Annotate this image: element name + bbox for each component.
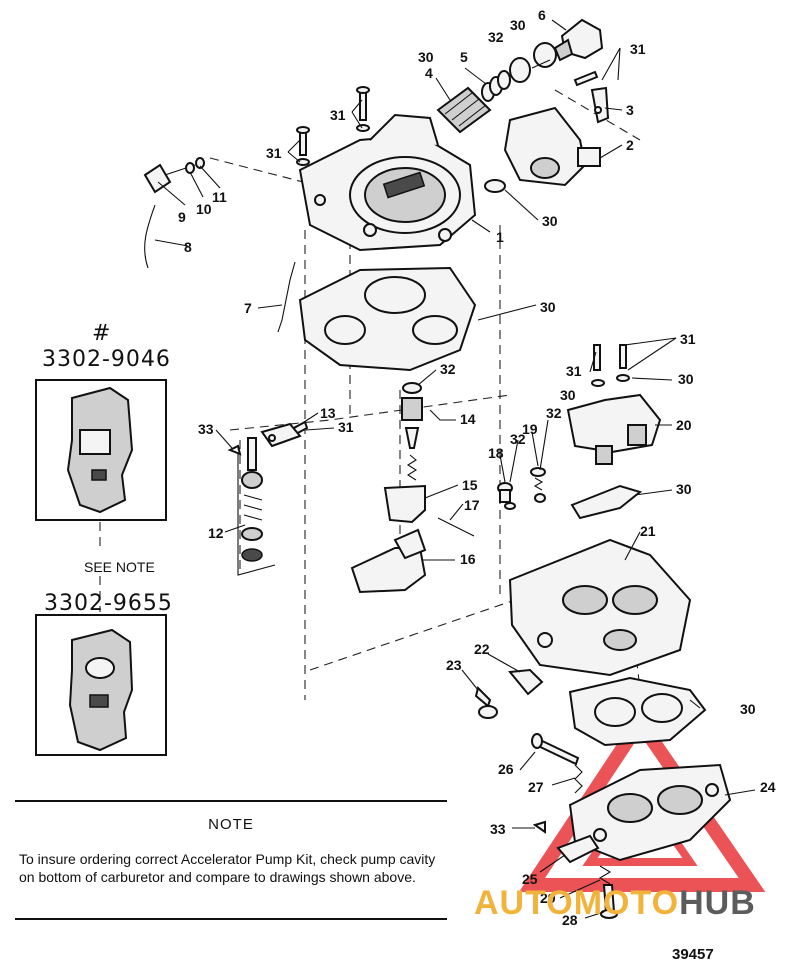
callout-28: 28 [562,912,578,928]
callout-4: 4 [425,65,433,81]
part-number-2: 3302-9655 [44,591,173,616]
callout-32-valve: 32 [440,361,456,377]
callout-31-left: 31 [266,145,282,161]
callout-31-lever: 31 [338,419,354,435]
screw-part-28 [600,884,618,919]
filter-part-4 [436,86,492,134]
spring-part-29 [598,865,612,885]
callout-8: 8 [184,239,192,255]
callout-31-horn: 31 [330,107,346,123]
note-box: NOTE To insure ordering correct Accelera… [15,800,447,920]
figure-number: 39457 [672,946,714,963]
hash-mark: # [92,321,111,346]
callout-19: 19 [522,421,538,437]
callout-27: 27 [528,779,544,795]
jets-parts-18-19 [497,467,546,510]
callout-3: 3 [626,102,634,118]
callout-leaders [154,19,756,919]
base-gasket-part-30 [568,676,707,747]
callout-15: 15 [462,477,478,493]
spring-part-5 [481,70,511,102]
choke-lever-parts [143,157,205,269]
watermark-part-a: AUTO [474,884,574,922]
callout-33-lower: 33 [490,821,506,837]
main-body-part-21 [508,538,692,677]
gasket-small-30 [570,484,643,520]
idle-screw-part-23 [474,686,498,719]
callout-11: 11 [212,189,227,205]
callout-12: 12 [208,525,224,541]
callout-1: 1 [496,229,504,245]
note-title: NOTE [208,816,254,833]
inlet-nut-part-6 [553,18,604,62]
callout-32-jet-b: 32 [546,405,562,421]
callout-22: 22 [474,641,490,657]
callout-30-small-gasket: 30 [676,481,692,497]
watermark-logo-text: AUTOMOTOHUB [474,884,756,923]
callout-29: 29 [540,890,556,906]
lever-part-25 [556,834,600,864]
callout-7: 7 [244,300,252,316]
callout-32-jet-a: 32 [510,431,526,447]
callout-21: 21 [640,523,656,539]
gasket-rings [509,42,557,83]
air-horn-part-1 [298,113,477,252]
clip-part-22 [508,668,544,696]
callout-labels: 1 2 3 4 5 6 7 8 9 10 11 12 13 14 15 16 1… [178,7,776,928]
part-number-1: 3302-9046 [42,347,171,372]
bracket-part-3 [590,86,610,124]
screws-31 [288,70,627,438]
callout-2: 2 [626,137,634,153]
see-note-label: SEE NOTE [84,559,155,575]
callout-18: 18 [488,445,504,461]
clip-part-33 [227,444,546,834]
pump-housing-part-2 [503,106,601,187]
choke-rod-part-7 [277,261,296,333]
callout-31-right-upper: 31 [680,331,696,347]
float-hinge-part-15 [383,484,426,524]
spring-part-27 [574,764,583,794]
callout-20: 20 [676,417,692,433]
note-body: To insure ordering correct Accelerator P… [19,851,436,885]
throttle-body-part-24 [568,763,732,862]
callout-30-right: 30 [678,371,694,387]
pump-lever-part-13 [260,422,302,448]
idle-needle-part-26 [531,733,580,766]
callout-26: 26 [498,761,514,777]
callout-23: 23 [446,657,462,673]
callout-25: 25 [522,871,538,887]
callout-13: 13 [320,405,336,421]
callout-30-pump: 30 [542,213,558,229]
callout-33-upper: 33 [198,421,214,437]
callout-6: 6 [538,7,546,23]
power-valve-part-14 [401,382,423,481]
callout-10: 10 [196,201,212,217]
callout-30-cover: 30 [560,387,576,403]
callout-9: 9 [178,209,186,225]
callout-32-filter: 32 [488,29,504,45]
callout-16: 16 [460,551,476,567]
gasket-part-30-large [298,266,477,372]
callout-30-nut: 30 [510,17,526,33]
washers [296,124,630,387]
hinge-pin-part-17 [437,517,475,537]
callout-31-top-right: 31 [630,41,646,57]
float-part-16 [350,528,427,594]
callout-30-horn: 30 [418,49,434,65]
callout-30-gasket: 30 [540,299,556,315]
pump-cavity-drawing-2 [35,614,167,756]
pump-plunger-part-12 [237,437,276,576]
callout-30-base: 30 [740,701,756,717]
pump-cavity-drawing-1 [35,379,167,521]
callout-5: 5 [460,49,468,65]
watermark-part-b: MOTO [573,884,680,922]
callout-31-right-lower: 31 [566,363,582,379]
watermark-part-c: HUB [679,884,756,922]
callout-17: 17 [464,497,480,513]
callout-14: 14 [460,411,476,427]
callout-24: 24 [760,779,776,795]
pump-cover-part-20 [566,393,662,465]
